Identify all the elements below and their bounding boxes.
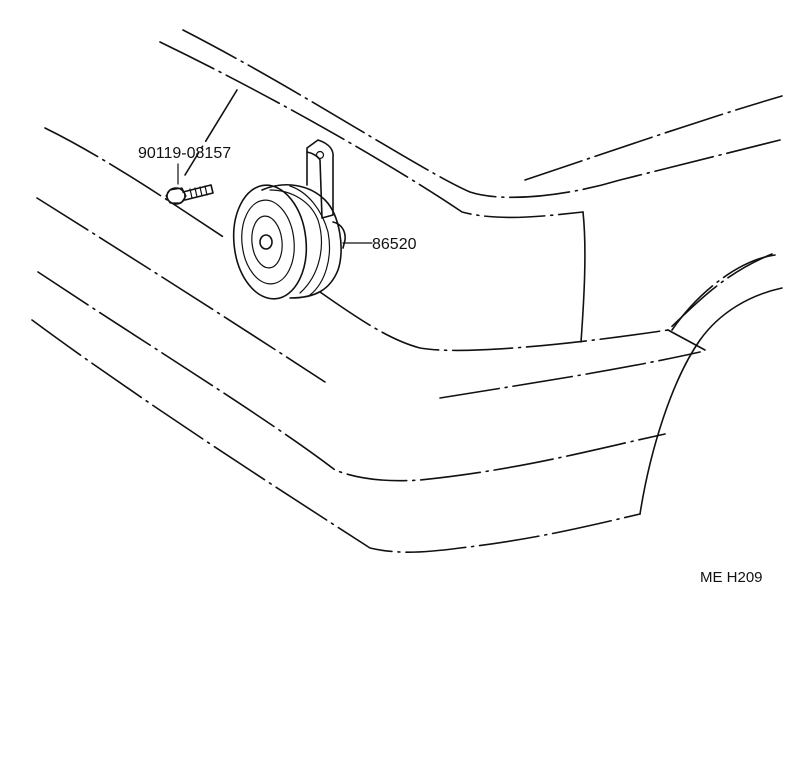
- horn-part: [232, 139, 373, 300]
- horn-part-number: 86520: [372, 236, 417, 253]
- car-body-outline: [31, 29, 783, 553]
- bolt-part-number: 90119-08157: [138, 145, 231, 162]
- drawing-code: ME H209: [700, 569, 763, 586]
- bolt-part: [165, 163, 214, 205]
